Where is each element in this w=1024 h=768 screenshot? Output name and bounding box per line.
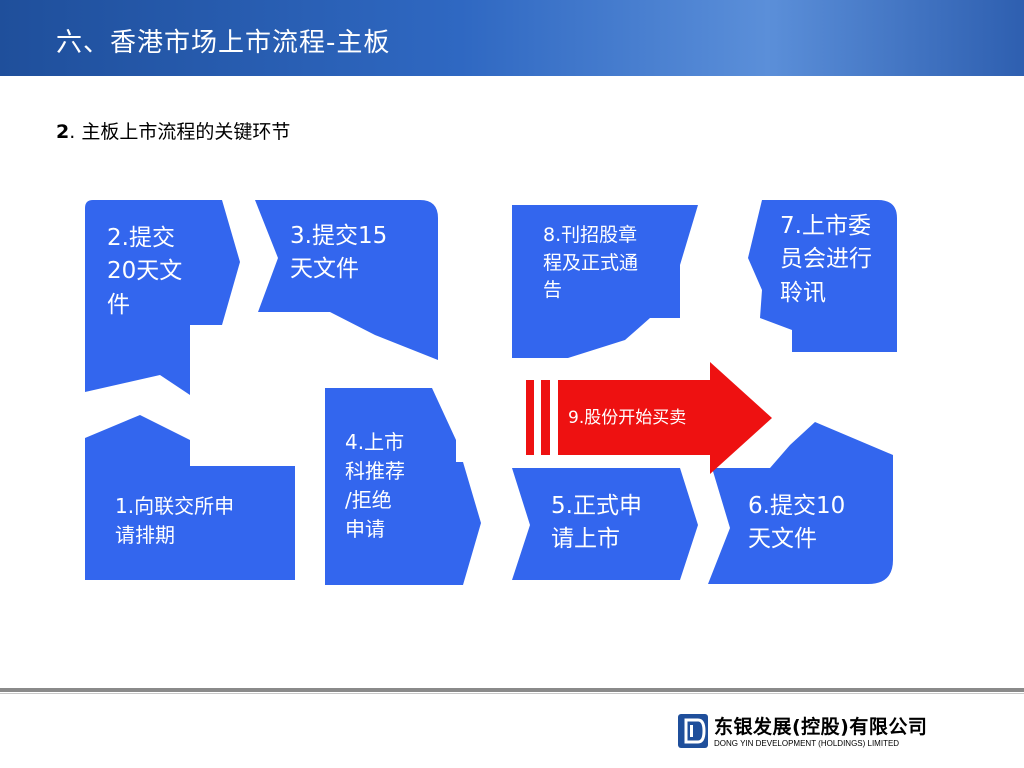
step-1-label: 1.向联交所申 请排期	[115, 494, 235, 547]
footer-divider	[0, 688, 1024, 692]
step-8-shape	[512, 205, 698, 358]
step-3-shape	[255, 200, 438, 360]
step-6-shape	[708, 422, 893, 584]
step-9-arrow	[526, 362, 772, 474]
step-2-label: 2.提交 20天文 件	[107, 225, 183, 318]
header-bar: 六、香港市场上市流程-主板	[0, 0, 1024, 76]
section-number: 2	[56, 121, 70, 143]
section-title: . 主板上市流程的关键环节	[69, 121, 291, 143]
step-1-shape	[85, 415, 295, 580]
step-6-label: 6.提交10 天文件	[748, 493, 846, 553]
step-7-shape	[748, 200, 897, 352]
company-logo: 东银发展(控股)有限公司 DONG YIN DEVELOPMENT (HOLDI…	[678, 712, 928, 752]
step-5-label: 5.正式申 请上市	[551, 493, 642, 553]
section-heading: 2. 主板上市流程的关键环节	[56, 117, 290, 144]
step-2-shape	[85, 200, 240, 395]
step-4-shape	[325, 388, 481, 585]
page-title: 六、香港市场上市流程-主板	[56, 28, 391, 58]
footer-divider-thin	[0, 693, 1024, 694]
company-name-cn: 东银发展(控股)有限公司	[714, 716, 928, 738]
step-5-shape	[512, 468, 698, 580]
company-logo-icon	[678, 714, 708, 748]
step-7-label: 7.上市委 员会进行 聆讯	[780, 213, 872, 306]
step-3-label: 3.提交15 天文件	[290, 223, 388, 283]
step-9-label: 9.股份开始买卖	[568, 408, 687, 428]
company-name-en: DONG YIN DEVELOPMENT (HOLDINGS) LIMITED	[714, 739, 900, 748]
step-8-label: 8.刊招股章 程及正式通 告	[543, 224, 639, 302]
step-4-label: 4.上市 科推荐 /拒绝 申请	[345, 430, 405, 541]
